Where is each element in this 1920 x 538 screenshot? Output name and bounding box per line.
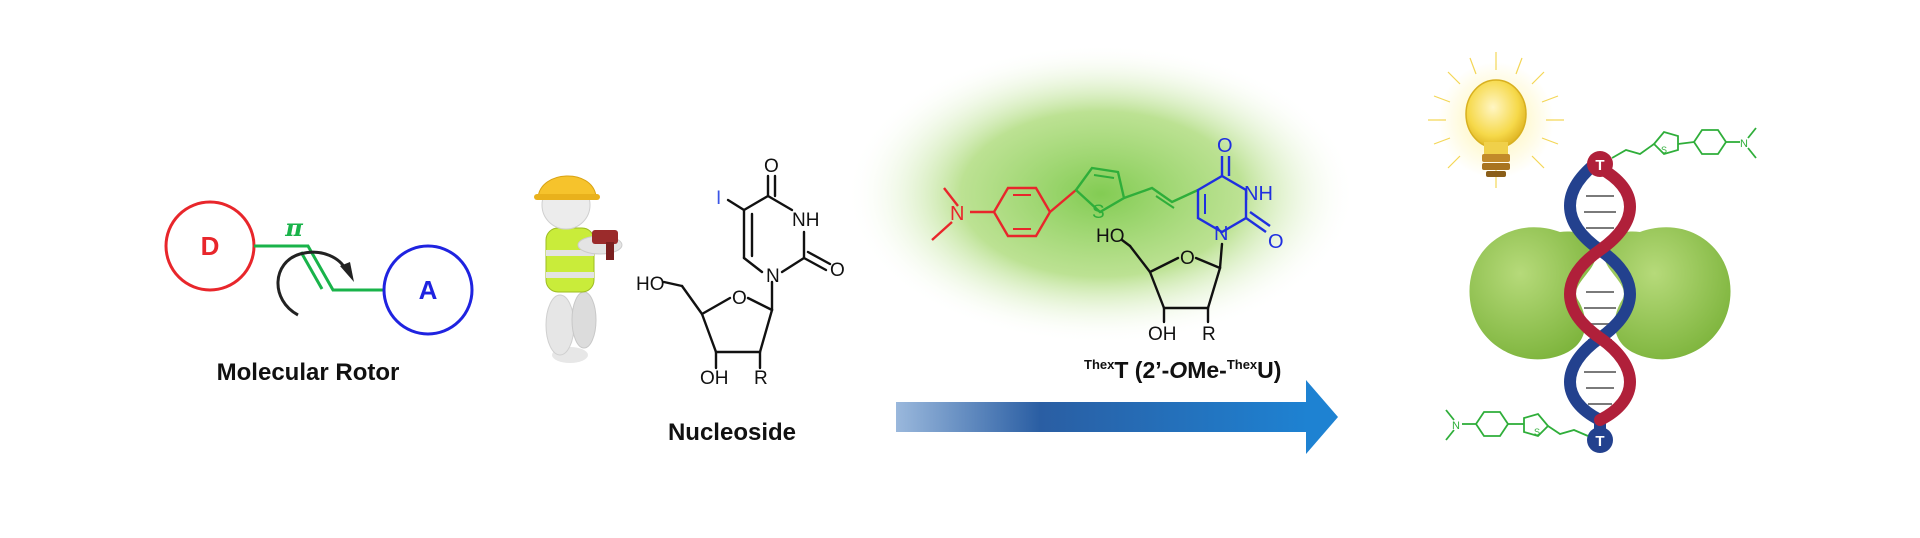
ho-atom: HO	[636, 274, 665, 295]
probe-nh: NH	[1244, 183, 1273, 205]
probe-label: ThexT (2’-OMe-ThexU)	[1084, 357, 1281, 383]
bottom-tag-label: T	[1595, 433, 1604, 450]
acceptor-label: A	[419, 275, 438, 305]
acceptor-circle	[382, 244, 474, 336]
n1-atom: N	[766, 266, 780, 287]
probe-ho: HO	[1096, 226, 1125, 247]
probe-oxo-right: O	[1268, 231, 1284, 253]
thex-probe: N S O NH N O HO O	[846, 44, 1356, 383]
ring-o-atom: O	[732, 288, 747, 309]
thiophene-ring	[1074, 166, 1126, 214]
dimethylamino-n: N	[950, 203, 964, 225]
worker-figure	[534, 175, 623, 363]
base-pairs	[1584, 195, 1616, 405]
worker-leg	[545, 294, 575, 356]
pi-bridge	[254, 244, 388, 292]
oxo-right-atom: O	[830, 260, 845, 281]
rotation-arrow	[276, 250, 348, 317]
molecular-rotor-label: Molecular Rotor	[217, 359, 400, 386]
top-probe-tag	[1587, 151, 1613, 177]
top-mini-s: S	[1661, 145, 1667, 155]
nh-atom: NH	[792, 210, 819, 231]
protein-left	[1469, 227, 1597, 360]
nucleoside-label: Nucleoside	[668, 419, 796, 446]
donor-label: D	[201, 231, 220, 261]
probe-n1: N	[1214, 223, 1228, 245]
probe-oh: OH	[1148, 324, 1177, 345]
oxo-top-atom: O	[764, 156, 779, 177]
rotation-arrowhead	[340, 262, 354, 282]
top-tag-label: T	[1595, 157, 1604, 174]
probe-r: R	[1202, 324, 1216, 345]
top-mini-n: N	[1740, 138, 1748, 150]
probe-ring-o: O	[1180, 248, 1195, 269]
pi-bridge-double	[299, 251, 324, 290]
drill-icon	[592, 230, 618, 244]
process-arrow	[896, 380, 1338, 454]
duplex-scene: T S N T S N	[1428, 52, 1757, 453]
hardhat-icon	[537, 175, 597, 199]
molecular-rotor: D π A Molecular Rotor	[164, 200, 474, 386]
dna-strand-blue	[1564, 154, 1636, 442]
bottom-probe-tag	[1587, 427, 1613, 453]
bottom-mini-s: S	[1534, 427, 1540, 437]
dna-strand-red	[1564, 162, 1636, 426]
oh-atom: OH	[700, 368, 729, 389]
protein-right	[1603, 227, 1731, 360]
nucleoside-structure: I O NH O N HO O OH R Nucleoside	[636, 156, 845, 446]
pi-label: π	[284, 213, 303, 242]
bottom-mini-probe	[1445, 409, 1589, 441]
r-atom: R	[754, 368, 768, 389]
top-mini-probe	[1611, 127, 1757, 159]
green-glow	[846, 44, 1356, 344]
iodo-atom: I	[716, 188, 721, 209]
bottom-mini-n: N	[1452, 420, 1460, 432]
light-bulb-icon	[1465, 79, 1527, 149]
thiophene-s: S	[1092, 202, 1105, 223]
probe-oxo-top: O	[1217, 135, 1233, 157]
